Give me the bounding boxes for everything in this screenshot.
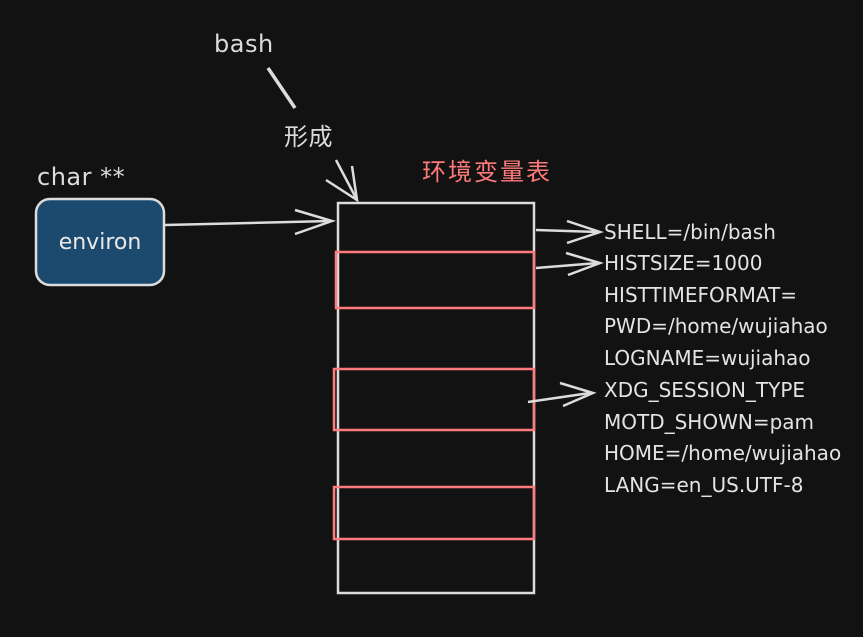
env-var-logname: LOGNAME=wujiahao [604, 346, 811, 370]
char-pointer-label: char ** [37, 163, 126, 191]
bash-label: bash [214, 30, 274, 58]
env-table-title: 环境变量表 [422, 158, 552, 186]
table-to-shell-arrow [535, 228, 599, 234]
env-var-home: HOME=/home/wujiahao [604, 441, 842, 465]
histsize-arrow-head [565, 251, 604, 277]
env-var-motd-shown: MOTD_SHOWN=pam [604, 410, 815, 434]
table-slot-3 [332, 485, 536, 541]
env-var-xdg-session-type: XDG_SESSION_TYPE [604, 378, 806, 402]
environ-box [34, 197, 166, 287]
bash-connector-line [266, 67, 297, 109]
environ-label: environ [58, 229, 142, 255]
env-var-lang: LANG=en_US.UTF-8 [604, 473, 804, 497]
slot1-to-histsize-arrow [535, 261, 599, 270]
table-slot-2 [332, 367, 536, 432]
shell-arrow-head [566, 219, 604, 245]
env-var-histsize: HISTSIZE=1000 [604, 251, 763, 275]
formed-arrow-head [325, 165, 359, 203]
slot2-to-xdg-arrow [527, 391, 591, 404]
env-table [336, 201, 536, 595]
environ-to-table-arrow [164, 219, 331, 227]
env-var-pwd: PWD=/home/wujiahao [604, 314, 828, 338]
formed-arrow-shaft [334, 159, 359, 201]
formed-label: 形成 [284, 123, 333, 151]
env-var-shell: SHELL=/bin/bash [604, 220, 776, 244]
environ-arrow-head [294, 208, 337, 236]
xdg-arrow-head [559, 381, 597, 408]
env-var-histtimeformat: HISTTIMEFORMAT= [604, 283, 798, 307]
table-slot-1 [334, 250, 536, 310]
